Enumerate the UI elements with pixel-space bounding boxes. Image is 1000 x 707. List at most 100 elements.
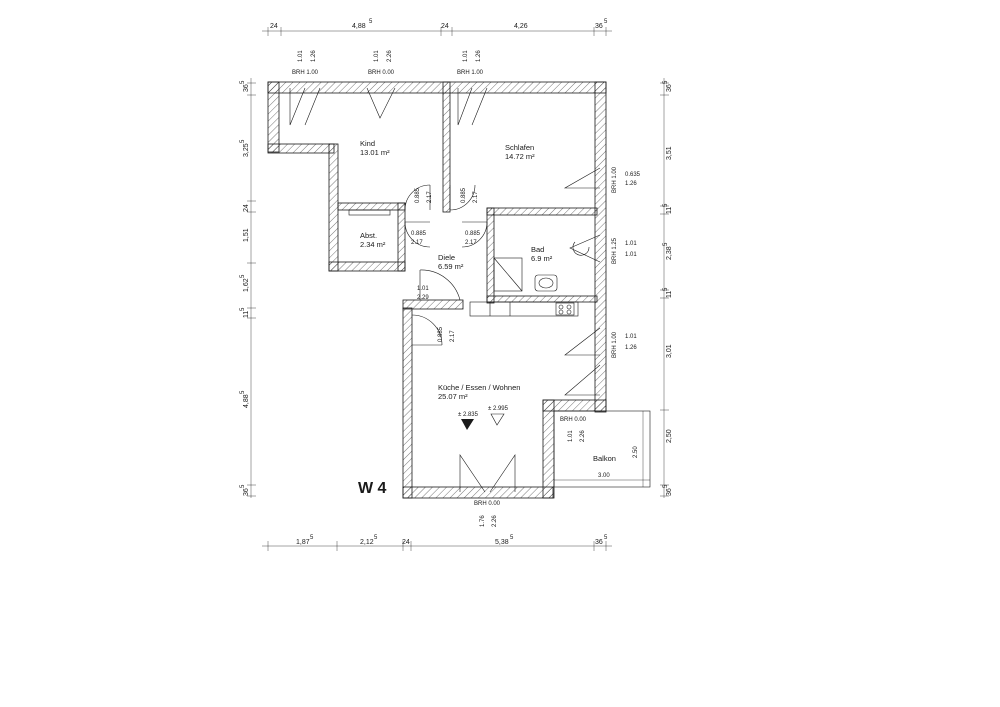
right-dimension-line: 36 5 3,51 11 5 2,38 5 11 5 3,01 2,50 36 … bbox=[660, 78, 673, 498]
room-kind-name: Kind bbox=[360, 139, 375, 148]
window-4-brh: BRH 1.00 bbox=[612, 166, 618, 193]
left-dim-2: 3,25 bbox=[243, 143, 250, 157]
bottom-dim-1-sup: 5 bbox=[310, 535, 314, 541]
right-dim-5-sup: 5 bbox=[663, 287, 669, 291]
left-dim-2-sup: 5 bbox=[240, 139, 246, 143]
window-annotations: 1.01 1.26 BRH 1.00 1.01 2.26 BRH 0.00 1.… bbox=[292, 50, 641, 527]
top-dim-5: 36 bbox=[595, 23, 603, 30]
door-1-b: 2.17 bbox=[427, 191, 433, 203]
window-2-b: 2.26 bbox=[387, 50, 393, 62]
bottom-dim-5: 36 bbox=[595, 539, 603, 546]
window-4-b: 1.26 bbox=[625, 181, 637, 187]
plan-label: W 4 bbox=[358, 480, 387, 497]
bottom-dim-3: 24 bbox=[402, 539, 410, 546]
door-annotations: 0.885 2.17 0.885 2.17 0.885 2.17 0.885 2… bbox=[411, 187, 481, 342]
window-5-b: 1.01 bbox=[625, 252, 637, 258]
window-3-a: 1.01 bbox=[463, 50, 469, 62]
left-dim-7: 4,88 bbox=[243, 394, 250, 408]
left-dim-3: 24 bbox=[243, 204, 250, 212]
right-dim-5: 11 bbox=[666, 291, 673, 298]
window-7-b: 2.26 bbox=[580, 430, 586, 442]
room-diele-name: Diele bbox=[438, 253, 455, 262]
window-3-brh: BRH 1.00 bbox=[457, 70, 484, 76]
right-dim-8-sup: 5 bbox=[663, 484, 669, 488]
bottom-dim-5-sup: 5 bbox=[604, 535, 608, 541]
balcony-width: 3.00 bbox=[598, 473, 610, 479]
bottom-dim-2: 2,12 bbox=[360, 539, 374, 546]
bottom-dim-2-sup: 5 bbox=[374, 535, 378, 541]
right-dim-7: 2,50 bbox=[666, 429, 673, 443]
bottom-dimension-line: 1,87 5 2,12 5 24 5,38 5 36 5 bbox=[262, 535, 612, 551]
window-5-a: 1.01 bbox=[625, 241, 637, 247]
window-1-a: 1.01 bbox=[298, 50, 304, 62]
balcony-dimensions: 3.00 2.50 bbox=[598, 446, 639, 479]
left-dim-6-sup: 5 bbox=[240, 307, 246, 311]
room-kueche-area: 25.07 m² bbox=[438, 392, 468, 401]
room-bad-name: Bad bbox=[531, 245, 544, 254]
window-1-brh: BRH 1.00 bbox=[292, 70, 319, 76]
room-labels: Kind 13.01 m² Schlafen 14.72 m² Abst. 2.… bbox=[358, 139, 616, 497]
left-dim-5: 1,62 bbox=[243, 278, 250, 292]
door-4-b: 2.17 bbox=[465, 240, 477, 246]
top-dim-2: 4,88 bbox=[352, 23, 366, 30]
right-dim-4: 2,38 bbox=[666, 246, 673, 260]
balcony-height: 2.50 bbox=[633, 446, 639, 458]
window-6-b: 1.26 bbox=[625, 345, 637, 351]
window-8-brh: BRH 0.00 bbox=[474, 501, 501, 507]
left-dim-4: 1,51 bbox=[243, 228, 250, 242]
window-4-a: 0.635 bbox=[625, 172, 641, 178]
door-5-b: 2.29 bbox=[417, 295, 429, 301]
left-dim-8: 36 bbox=[243, 488, 250, 496]
room-balkon-name: Balkon bbox=[593, 454, 616, 463]
right-dim-6: 3,01 bbox=[666, 344, 673, 358]
window-5-brh: BRH 1.25 bbox=[612, 237, 618, 264]
top-dimension-line: 24 4,88 5 24 4,26 36 5 bbox=[262, 19, 612, 36]
door-5-a: 1.01 bbox=[417, 286, 429, 292]
window-3-b: 1.26 bbox=[476, 50, 482, 62]
window-7-brh: BRH 0.00 bbox=[560, 417, 587, 423]
room-schlafen-name: Schlafen bbox=[505, 143, 534, 152]
right-dim-1: 36 bbox=[666, 84, 673, 92]
left-dim-8-sup: 5 bbox=[240, 484, 246, 488]
window-8-a: 1.76 bbox=[480, 515, 486, 527]
top-dim-3: 24 bbox=[441, 23, 449, 30]
fixtures bbox=[348, 209, 590, 317]
door-2-b: 2.17 bbox=[473, 191, 479, 203]
right-dim-8: 36 bbox=[666, 488, 673, 496]
room-kind-area: 13.01 m² bbox=[360, 148, 390, 157]
left-dim-7-sup: 5 bbox=[240, 390, 246, 394]
level-markers: ± 2.835 ± 2.995 bbox=[458, 406, 509, 430]
window-2-brh: BRH 0.00 bbox=[368, 70, 395, 76]
right-dim-2: 3,51 bbox=[666, 146, 673, 160]
right-dim-3: 11 bbox=[666, 207, 673, 214]
left-dimension-line: 36 5 3,25 5 24 1,51 1,62 5 11 5 4,88 5 3… bbox=[240, 78, 256, 498]
left-dim-1: 36 bbox=[243, 84, 250, 92]
door-2-a: 0.885 bbox=[461, 187, 467, 203]
door-4-a: 0.885 bbox=[465, 231, 481, 237]
room-abst-area: 2.34 m² bbox=[360, 240, 386, 249]
room-schlafen-area: 14.72 m² bbox=[505, 152, 535, 161]
room-kueche-name: Küche / Essen / Wohnen bbox=[438, 383, 520, 392]
left-dim-1-sup: 5 bbox=[240, 80, 246, 84]
right-dim-4-sup: 5 bbox=[663, 242, 669, 246]
door-1-a: 0.885 bbox=[415, 187, 421, 203]
door-6-b: 2.17 bbox=[450, 330, 456, 342]
top-dim-2-sup: 5 bbox=[369, 19, 373, 25]
top-dim-1: 24 bbox=[270, 23, 278, 30]
level-2-marker-outline-icon bbox=[490, 413, 505, 426]
room-abst-name: Abst. bbox=[360, 231, 377, 240]
door-3-b: 2.17 bbox=[411, 240, 423, 246]
level-1-text: ± 2.835 bbox=[458, 412, 479, 418]
left-dim-6: 11 bbox=[243, 311, 250, 318]
window-8-b: 2.26 bbox=[492, 515, 498, 527]
bottom-dim-4: 5,38 bbox=[495, 539, 509, 546]
window-2-a: 1.01 bbox=[374, 50, 380, 62]
room-bad-area: 6.9 m² bbox=[531, 254, 553, 263]
door-3-a: 0.885 bbox=[411, 231, 427, 237]
window-7-a: 1.01 bbox=[568, 430, 574, 442]
walls bbox=[267, 81, 607, 499]
level-2-text: ± 2.995 bbox=[488, 406, 509, 412]
level-1-marker-filled-icon bbox=[461, 419, 474, 430]
window-6-a: 1.01 bbox=[625, 334, 637, 340]
right-dim-1-sup: 5 bbox=[663, 80, 669, 84]
